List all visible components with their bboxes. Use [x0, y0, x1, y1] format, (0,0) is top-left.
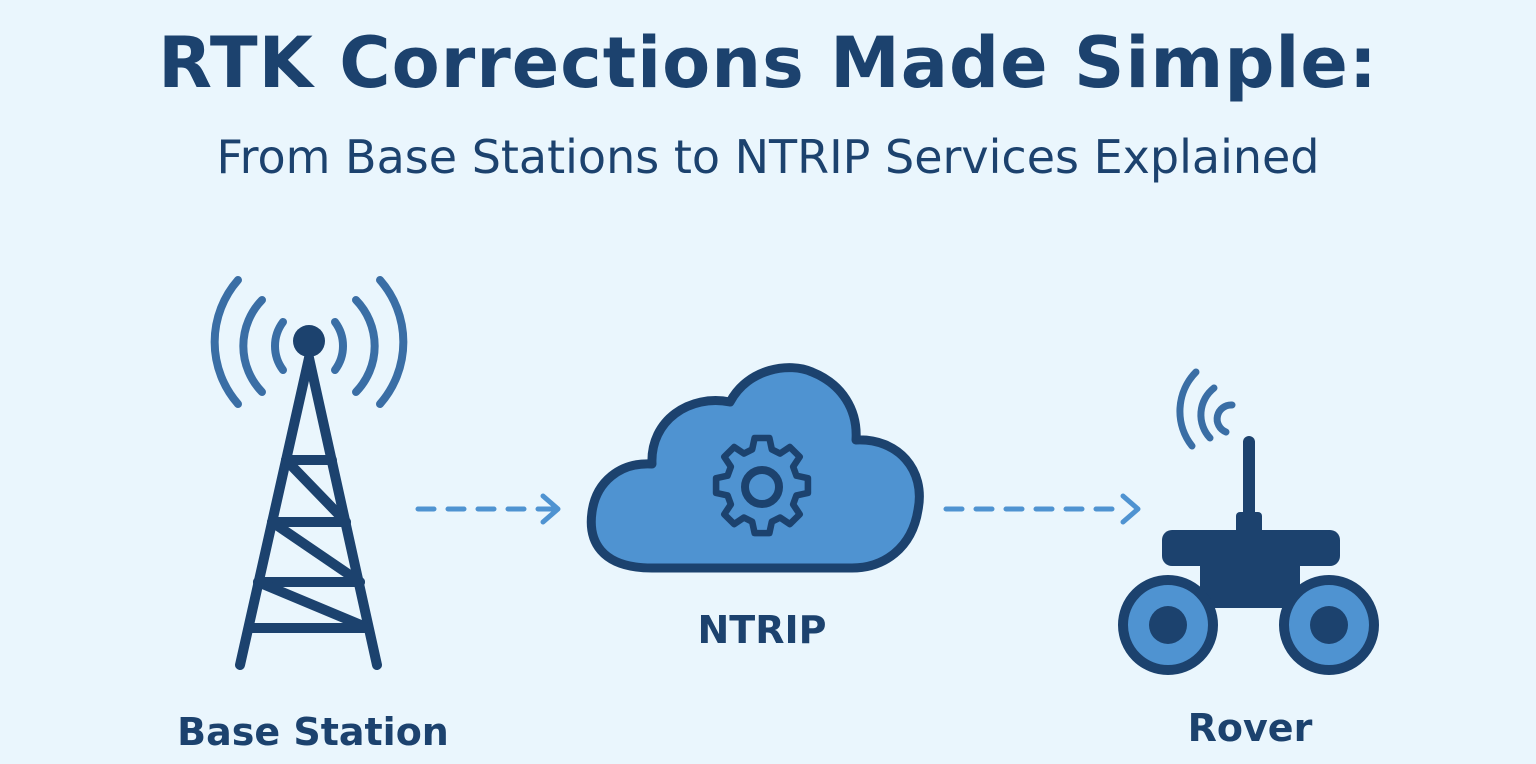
page-subtitle: From Base Stations to NTRIP Services Exp… — [216, 130, 1320, 184]
base-station-label: Base Station — [177, 710, 449, 754]
page-title: RTK Corrections Made Simple: — [158, 22, 1378, 104]
ntrip-label: NTRIP — [697, 608, 827, 652]
radio-tower-icon — [210, 276, 408, 670]
arrow-base-to-ntrip — [415, 493, 561, 525]
cloud-gear-icon — [586, 363, 924, 573]
rover-icon — [1118, 368, 1379, 675]
rover-label: Rover — [1187, 706, 1313, 750]
arrow-ntrip-to-rover — [943, 493, 1141, 525]
